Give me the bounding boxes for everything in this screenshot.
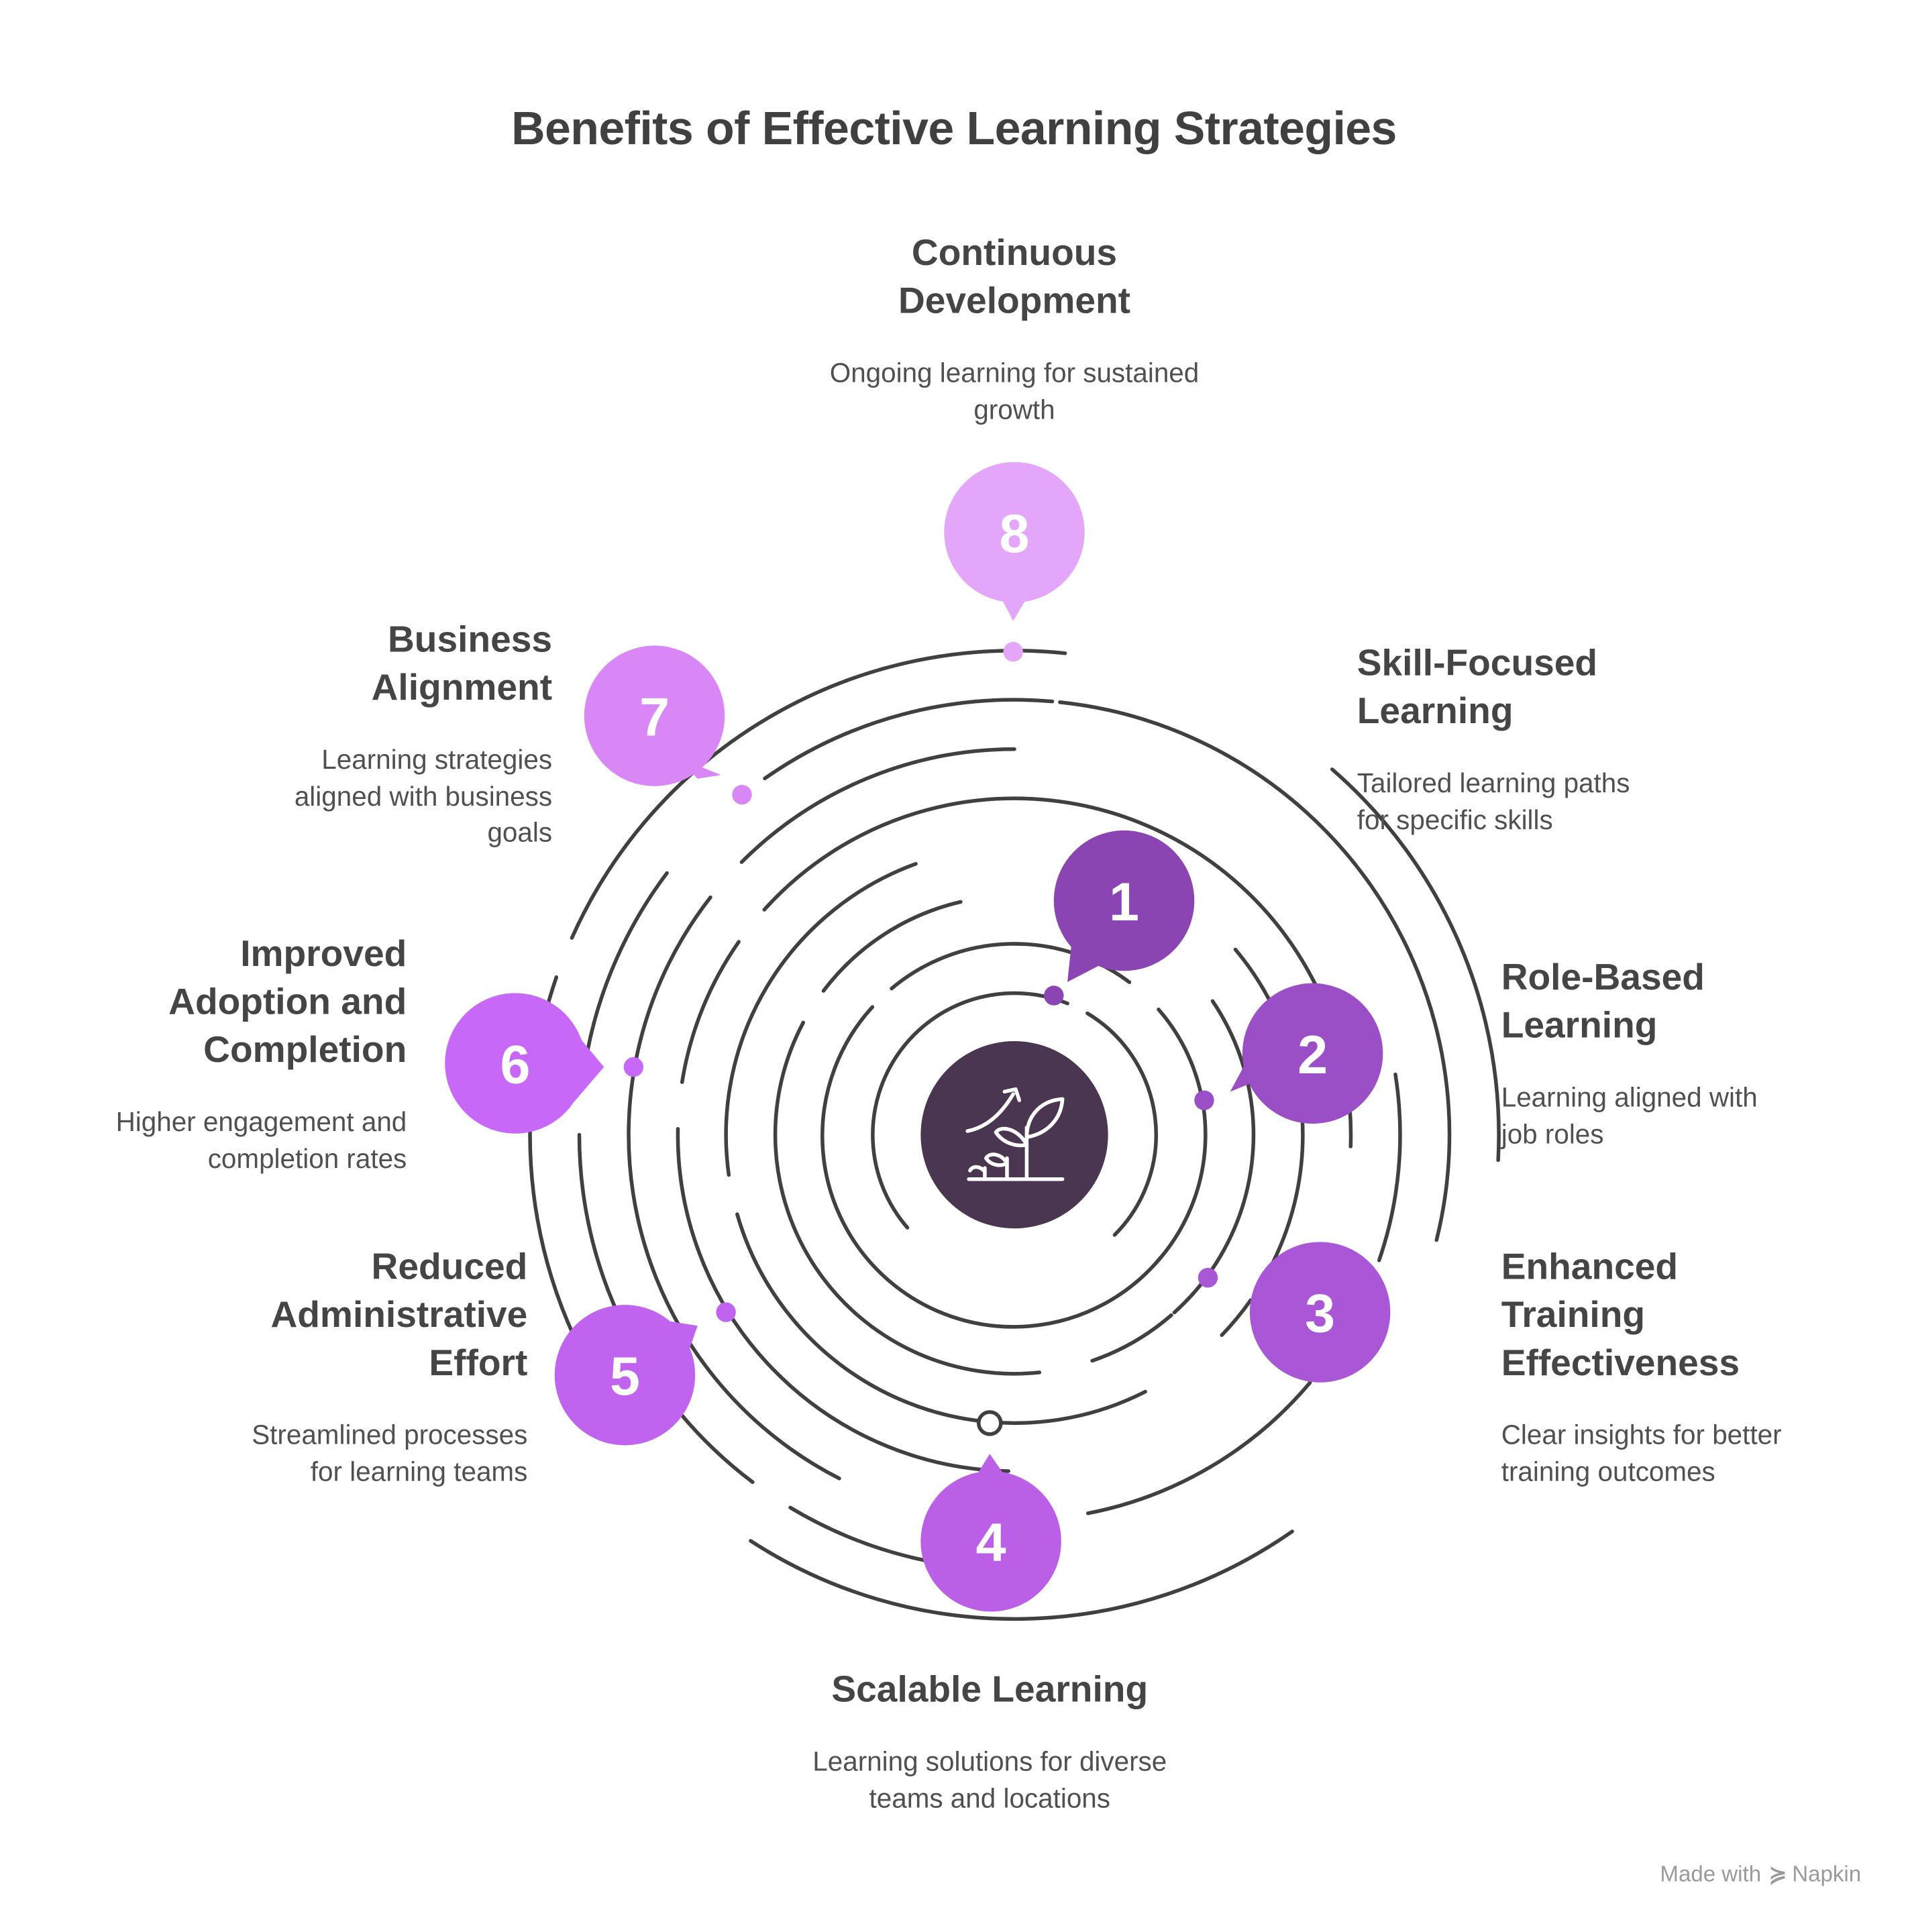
node-5-bubble: 5 xyxy=(554,1305,698,1446)
ring-arc-8-4 xyxy=(749,1529,1294,1621)
ring-arc-3-3 xyxy=(773,1020,1042,1376)
node-6-circle xyxy=(445,993,586,1134)
node-5-anchor-dot xyxy=(716,1302,736,1322)
node-3-anchor-dot xyxy=(1198,1267,1218,1288)
node-2-circle xyxy=(1242,983,1383,1124)
made-with-label: Made with xyxy=(1660,1862,1762,1886)
numbered-nodes: 1 2 3 4 5 6 7 8 xyxy=(445,462,1391,1612)
ring-arc-2-1 xyxy=(1152,1008,1208,1267)
ring-arc-2-3 xyxy=(820,1005,1163,1329)
node-7-bubble: 7 xyxy=(584,645,725,786)
page-title: Benefits of Effective Learning Strategie… xyxy=(511,103,1397,156)
ring-arc-4-2 xyxy=(724,861,918,1177)
node-8-bubble: 8 xyxy=(944,462,1085,621)
ring-arc-5-3 xyxy=(676,1127,1010,1473)
node-8-anchor-dot xyxy=(1003,641,1023,662)
ring-arc-8-1 xyxy=(1330,767,1501,1163)
node-8-circle xyxy=(944,462,1085,603)
ring-arc-6-4 xyxy=(1085,1381,1312,1515)
node-3-circle xyxy=(1249,1242,1391,1383)
node-7-anchor-dot xyxy=(732,784,752,805)
ring-arc-6-2 xyxy=(739,747,1016,864)
node-2-bubble: 2 xyxy=(1230,983,1383,1124)
ring-arc-3-4 xyxy=(1090,1313,1173,1363)
benefit-4-text: Scalable Learning Learning solutions for… xyxy=(715,1666,1265,1816)
node-6-anchor-dot xyxy=(623,1057,644,1077)
node-1-circle xyxy=(1053,830,1195,971)
node-1-number: 1 xyxy=(1109,872,1139,932)
node-2-number: 2 xyxy=(1297,1025,1328,1085)
node-5-number: 5 xyxy=(610,1346,640,1407)
ring-arc-4-4 xyxy=(1220,1298,1253,1338)
ring-arc-7-1 xyxy=(1058,700,1452,1242)
node-5-circle xyxy=(554,1305,696,1446)
node-4-bubble: 4 xyxy=(920,1454,1061,1612)
ring-arc-7-3 xyxy=(585,871,669,1054)
node-2-anchor-dot xyxy=(1194,1090,1214,1110)
benefit-4-title: Scalable Learning xyxy=(831,1669,1149,1711)
made-with-napkin[interactable]: Made with≽Napkin xyxy=(1660,1862,1861,1888)
node-6-bubble: 6 xyxy=(445,993,604,1134)
node-3-number: 3 xyxy=(1305,1283,1335,1344)
node-4-circle xyxy=(920,1471,1061,1612)
ring-arc-1-2 xyxy=(871,991,1069,1230)
node-3-bubble: 3 xyxy=(1249,1242,1391,1383)
node-4-number: 4 xyxy=(976,1513,1006,1573)
ring-arc-5-2 xyxy=(680,940,741,1084)
ring-arc-1-1 xyxy=(1085,1011,1159,1237)
node-1-anchor-dot xyxy=(1044,985,1064,1006)
napkin-brand: Napkin xyxy=(1792,1862,1862,1886)
ring-arc-4-3 xyxy=(735,1212,1147,1426)
ring-arc-7-2 xyxy=(763,698,1055,781)
node-7-circle xyxy=(584,645,725,786)
ring-arc-6-1 xyxy=(1377,1072,1402,1263)
node-1-bubble: 1 xyxy=(1053,830,1195,982)
ring-arc-8-2 xyxy=(570,649,1067,940)
node-4-anchor-dot xyxy=(976,1410,1003,1436)
ring-arc-3-2 xyxy=(821,900,963,993)
napkin-logo-icon: ≽ xyxy=(1768,1862,1787,1886)
node-6-number: 6 xyxy=(500,1034,530,1095)
node-7-number: 7 xyxy=(639,688,670,748)
ring-arc-6-3 xyxy=(627,895,841,1481)
growth-plant-icon xyxy=(965,1087,1065,1181)
node-8-number: 8 xyxy=(1000,504,1030,564)
center-circle xyxy=(920,1041,1108,1229)
